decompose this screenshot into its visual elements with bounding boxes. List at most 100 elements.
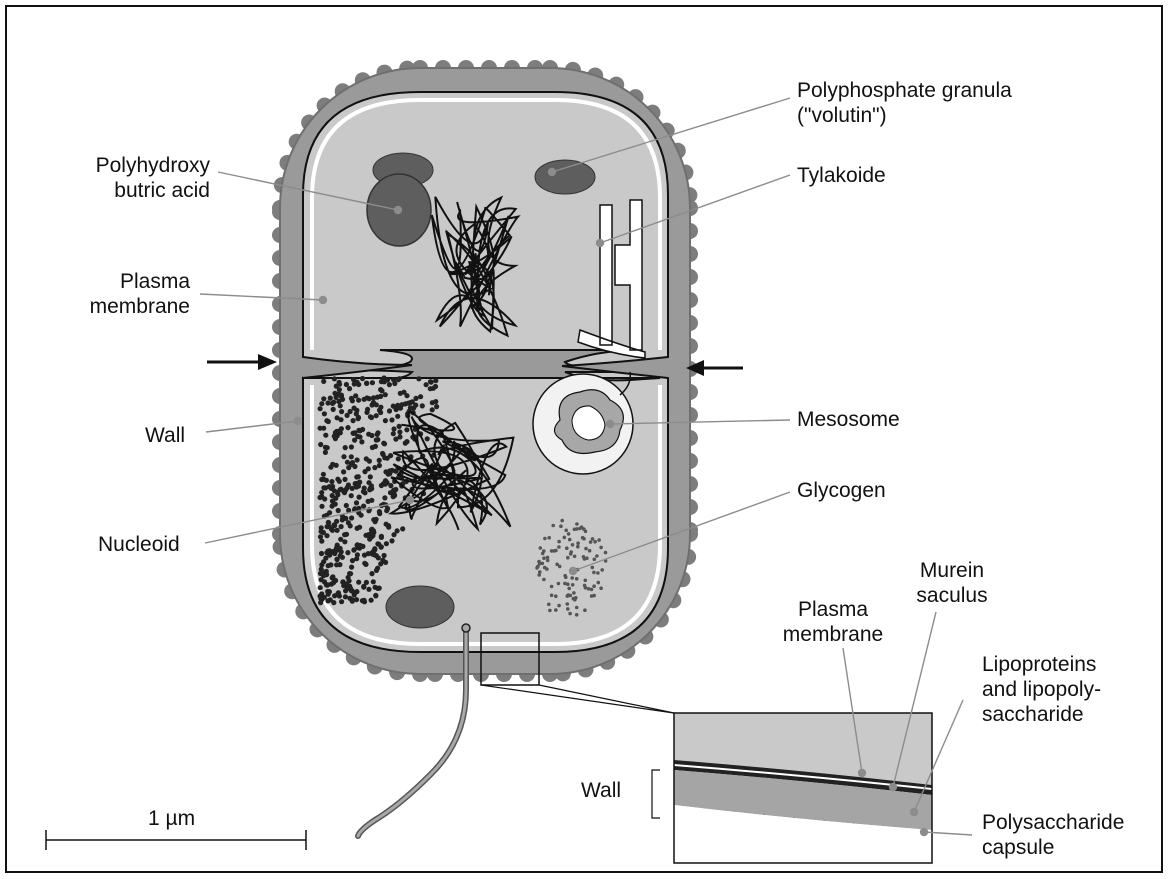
stipple-dot (323, 445, 328, 450)
glycogen-dot (604, 551, 608, 555)
zoom-line-right (539, 685, 674, 713)
stipple-dot (326, 563, 331, 568)
stipple-dot (335, 543, 340, 548)
glycogen-dot (593, 540, 597, 544)
stipple-dot (387, 408, 392, 413)
stipple-dot (323, 450, 328, 455)
stipple-dot (322, 411, 327, 416)
glycogen-dot (557, 604, 561, 608)
stipple-dot (395, 403, 400, 408)
stipple-dot (340, 555, 345, 560)
stipple-dot (378, 561, 383, 566)
stipple-dot (356, 398, 361, 403)
label-polyphosphate-granula: Polyphosphate granula ("volutin") (797, 78, 1012, 128)
label-polysaccharide-capsule: Polysaccharide capsule (982, 810, 1124, 860)
stipple-dot (357, 495, 362, 500)
stipple-dot (322, 496, 327, 501)
stipple-dot (403, 441, 408, 446)
stipple-dot (334, 557, 339, 562)
stipple-dot (324, 478, 329, 483)
stipple-dot (388, 483, 393, 488)
stipple-dot (374, 553, 379, 558)
stipple-dot (321, 472, 326, 477)
stipple-dot (352, 406, 357, 411)
stipple-dot (337, 547, 342, 552)
glycogen-dot (554, 608, 558, 612)
stipple-dot (377, 586, 382, 591)
stipple-dot (389, 417, 394, 422)
stipple-dot (430, 400, 435, 405)
glycogen-dot (571, 543, 575, 547)
glycogen-dot (550, 585, 554, 589)
stipple-dot (367, 537, 372, 542)
stipple-dot (349, 444, 354, 449)
stipple-dot (351, 418, 356, 423)
stipple-dot (364, 381, 369, 386)
stipple-dot (373, 593, 378, 598)
stipple-dot (318, 426, 323, 431)
glycogen-dot (541, 562, 545, 566)
glycogen-dot (547, 536, 551, 540)
stipple-dot (382, 495, 387, 500)
glycogen-dot (576, 545, 580, 549)
glycogen-dot (566, 556, 570, 560)
stipple-dot (377, 509, 382, 514)
label-glycogen: Glycogen (797, 478, 886, 503)
stipple-dot (348, 571, 353, 576)
stipple-dot (339, 426, 344, 431)
stipple-dot (319, 504, 324, 509)
glycogen-dot (572, 591, 576, 595)
stipple-dot (349, 565, 354, 570)
granule-bottom (386, 586, 454, 628)
stipple-dot (352, 381, 357, 386)
stipple-dot (319, 477, 324, 482)
stipple-dot (366, 499, 371, 504)
glycogen-dot (587, 587, 591, 591)
glycogen-dot (567, 587, 571, 591)
glycogen-dot (591, 537, 595, 541)
glycogen-dot (590, 588, 594, 592)
glycogen-dot (565, 546, 569, 550)
stipple-dot (332, 550, 337, 555)
stipple-dot (332, 593, 337, 598)
glycogen-dot (546, 556, 550, 560)
arrow-left (207, 354, 277, 370)
stipple-dot (339, 599, 344, 604)
stipple-dot (339, 393, 344, 398)
stipple-dot (369, 598, 374, 603)
glycogen-dot (584, 586, 588, 590)
stipple-dot (366, 587, 371, 592)
glycogen-dot (568, 538, 572, 542)
stipple-dot (341, 454, 346, 459)
stipple-dot (343, 487, 348, 492)
stipple-dot (345, 425, 350, 430)
stipple-dot (370, 445, 375, 450)
stipple-dot (344, 503, 349, 508)
stipple-dot (329, 479, 334, 484)
stipple-dot (334, 384, 339, 389)
stipple-dot (363, 562, 368, 567)
stipple-dot (351, 431, 356, 436)
glycogen-dot (539, 546, 543, 550)
glycogen-dot (537, 560, 541, 564)
glycogen-dot (576, 541, 580, 545)
stipple-dot (371, 579, 376, 584)
stipple-dot (379, 379, 384, 384)
stipple-dot (359, 439, 364, 444)
glycogen-dot (557, 540, 561, 544)
label-nucleoid: Nucleoid (98, 532, 180, 557)
glycogen-dot (589, 540, 593, 544)
glycogen-dot (563, 536, 567, 540)
label-polyhydroxy-butric-acid: Polyhydroxy butric acid (40, 153, 210, 203)
stipple-dot (373, 519, 378, 524)
stipple-dot (327, 484, 332, 489)
stipple-dot (368, 474, 373, 479)
stipple-dot (370, 531, 375, 536)
stipple-dot (413, 396, 418, 401)
stipple-dot (332, 376, 337, 381)
glycogen-dot (566, 602, 570, 606)
stipple-dot (321, 530, 326, 535)
label-tylakoide: Tylakoide (797, 163, 886, 188)
glycogen-dot (599, 586, 603, 590)
